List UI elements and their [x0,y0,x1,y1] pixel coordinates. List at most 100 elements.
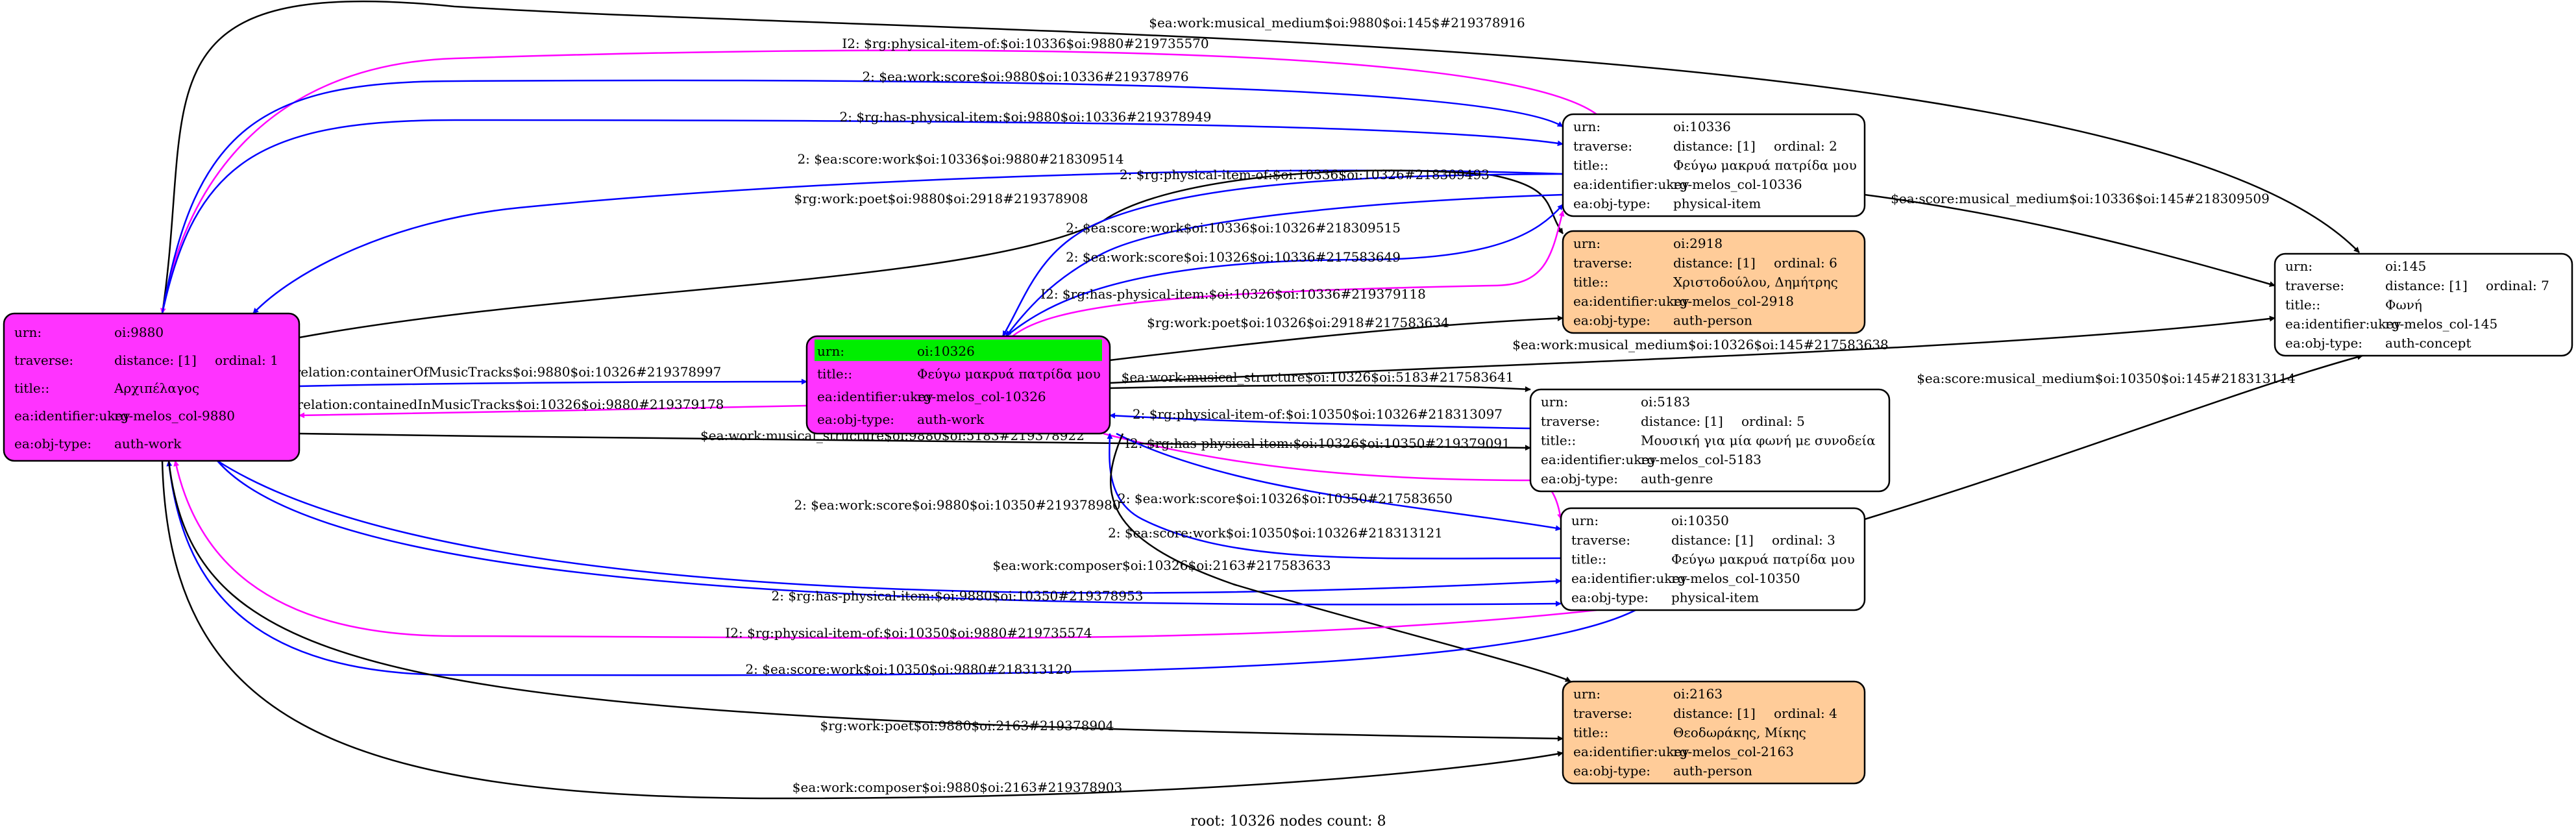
field-value: oi:145 [2385,258,2426,274]
field-value: rg-melos_col-10326 [917,389,1046,404]
node-box [1562,230,1866,334]
field-value: Αρχιπέλαγος [114,380,199,396]
field-label: ea:obj-type: [1541,471,1618,487]
node-oi10350[interactable]: urn: oi:10350 traverse: distance: [1] ordina… [1560,507,1866,611]
edge-oi10326-to-oi10336 [1005,204,1564,337]
edge-oi9880-to-oi10336 [161,79,1564,314]
field-label: ea:obj-type: [1573,196,1650,212]
field-label: title:: [1573,274,1608,289]
field-value: oi:10326 [917,343,975,359]
field-label: traverse: [1573,255,1632,271]
edge-oi9880-to-oi10350 [217,460,1562,607]
edge-label: $ea:work:musical_structure$oi:10326$oi:5… [1122,369,1514,385]
edge-label: I2: $rg:physical-item-of:$oi:10336$oi:98… [842,36,1208,51]
field-label: traverse: [1571,532,1630,548]
field-label: ea:identifier:ukey [1573,293,1689,309]
node-box [1562,680,1866,785]
edge-oi9880-to-oi10350 [217,460,1562,594]
edge-label: $ea:work:composer$oi:10326$oi:2163#21758… [992,558,1331,573]
field-label: title:: [1541,432,1576,448]
edge-oi10336-to-oi9880 [160,49,1597,314]
field-value: oi:9880 [114,325,164,340]
field-label: ea:obj-type: [1573,763,1650,779]
field-value: oi:2163 [1673,686,1723,702]
field-label: ea:identifier:ukey [1573,177,1689,192]
field-label: traverse: [1573,706,1632,721]
field-label: ea:identifier:ukey [817,389,933,404]
edge-oi10326-to-oi10350 [1116,432,1562,532]
node-box [1562,113,1866,217]
edge-label: 2: $ea:relation:containerOfMusicTracks$o… [250,364,722,380]
edge-label: 2: $ea:work:score$oi:9880$oi:10350#21937… [794,497,1120,513]
field-label: ea:identifier:ukey [2285,316,2401,332]
field-extra: ordinal: 2 [1774,138,1837,154]
field-value: oi:10350 [1671,513,1729,528]
field-label: ea:identifier:ukey [1571,571,1687,586]
field-value: physical-item [1673,196,1761,212]
field-extra: ordinal: 3 [1772,532,1835,548]
edge-oi10336-to-oi10326 [1001,173,1564,337]
edge-oi9880-to-oi2163 [161,460,1564,800]
field-label: ea:obj-type: [1573,313,1650,328]
field-label: ea:obj-type: [14,436,92,451]
edge-oi10326-to-oi2918 [1109,315,1564,362]
node-box [2274,252,2573,357]
field-label: ea:obj-type: [817,412,894,427]
node-oi145[interactable]: urn: oi:145 traverse: distance: [1] ordinal:… [2274,252,2573,357]
field-label: urn: [2285,258,2312,274]
field-label: urn: [1541,394,1568,410]
field-value: distance: [1] [1673,706,1756,721]
nodes-layer: urn: oi:9880 traverse: distance: [1] ordinal… [3,113,2573,785]
field-value: rg-melos_col-5183 [1641,452,1761,467]
edge-label: $rg:work:poet$oi:9880$oi:2918#219378908 [794,191,1088,206]
field-value: Μουσική για μία φωνή με συνοδεία [1641,432,1876,448]
edge-oi10350-to-oi9880 [173,460,1597,639]
field-extra: ordinal: 1 [215,352,278,368]
field-label: traverse: [14,352,73,368]
field-value: distance: [1] [2385,278,2468,293]
field-value: oi:10336 [1673,119,1731,134]
field-label: traverse: [2285,278,2344,293]
edge-oi9880-to-oi2163 [167,460,1564,742]
edge-oi10326-to-oi2163 [1110,433,1571,683]
edge-label: I2: $rg:has-physical-item:$oi:10326$oi:1… [1040,286,1426,302]
field-value: auth-person [1673,763,1752,779]
field-value: Φεύγω μακρυά πατρίδα μου [1673,157,1857,173]
root-highlight [815,339,1102,362]
field-value: auth-work [917,412,985,427]
edge-oi9880-to-oi10326 [299,378,807,387]
field-value: Φεύγω μακρυά πατρίδα μου [917,366,1101,382]
field-label: urn: [1573,236,1601,251]
field-value: rg-melos_col-9880 [114,408,235,424]
field-value: rg-melos_col-145 [2385,316,2497,332]
edge-label: I2: $rg:physical-item-of:$oi:10350$oi:98… [725,625,1092,641]
field-value: rg-melos_col-2163 [1673,744,1794,759]
field-value: Θεοδωράκης, Μίκης [1673,724,1806,740]
edge-label: 2: $ea:score:work$oi:10350$oi:10326#2183… [1108,525,1443,541]
edge-label: $rg:work:poet$oi:9880$oi:2163#219378904 [820,718,1114,733]
edge-label: 2: $ea:work:score$oi:10326$oi:10350#2175… [1118,491,1453,506]
field-value: oi:5183 [1641,394,1690,410]
field-extra: ordinal: 7 [2486,278,2549,293]
edge-oi10326-to-oi5183 [1109,384,1531,393]
field-extra: ordinal: 6 [1774,255,1837,271]
edge-label: $rg:work:poet$oi:10326$oi:2918#217583634 [1147,315,1449,330]
edge-label: 2: $rg:has-physical-item:$oi:9880$oi:103… [840,109,1212,125]
field-extra: ordinal: 4 [1774,706,1837,721]
field-label: ea:identifier:ukey [14,408,130,424]
field-label: title:: [1573,157,1608,173]
field-value: rg-melos_col-10336 [1673,177,1802,192]
field-value: physical-item [1671,590,1759,606]
edge-label: 2: $rg:has-physical-item:$oi:9880$oi:103… [772,588,1144,604]
edge-label: 2: $ea:score:work$oi:10350$oi:9880#21831… [745,661,1072,677]
field-value: distance: [1] [1671,532,1754,548]
edge-label: I2: $rg:has-physical-item:$oi:10326$oi:1… [1125,436,1510,451]
field-label: urn: [1571,513,1599,528]
